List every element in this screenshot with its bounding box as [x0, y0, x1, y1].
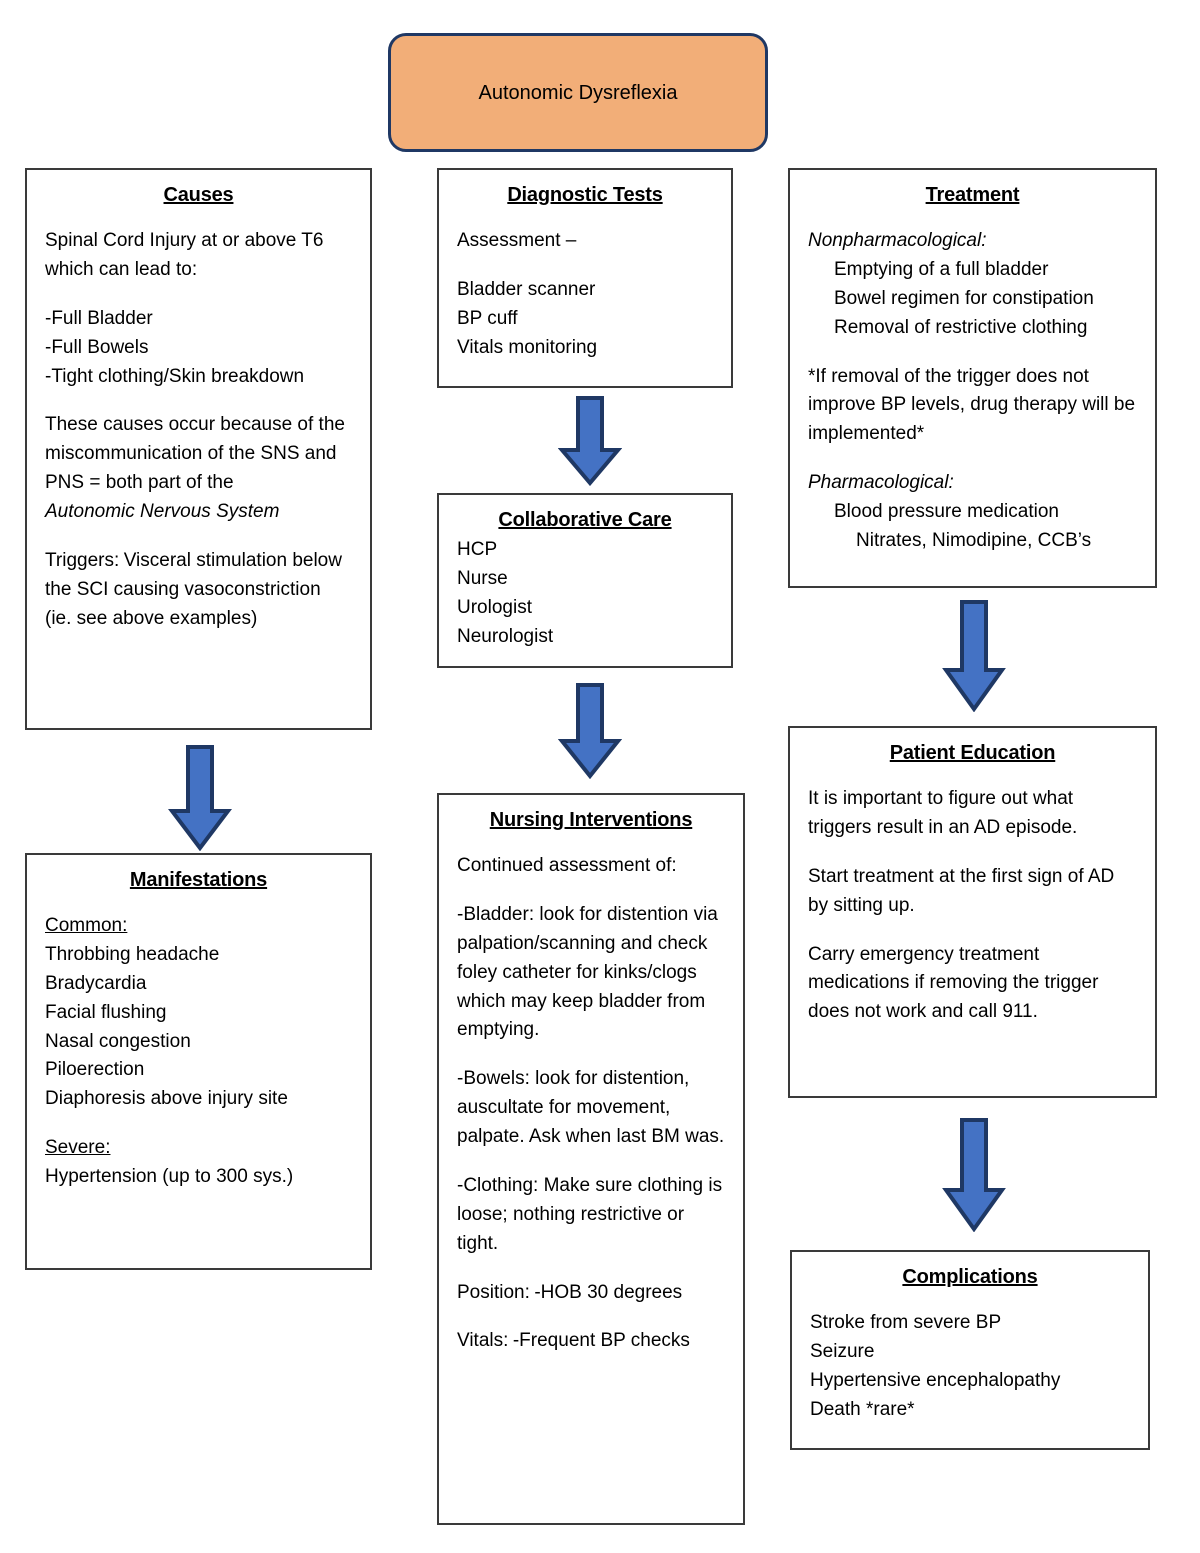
node-nursing-interventions-header: Nursing Interventions: [489, 809, 693, 831]
node-treatment-pharm-item-1: Blood pressure medication: [834, 501, 1059, 522]
node-nursing-interventions: Nursing Interventions Continued assessme…: [437, 793, 745, 1525]
node-nursing-interventions-bowels: -Bowels: look for distention, auscultate…: [457, 1068, 725, 1147]
arrow-diagnostic-to-collaborative: [558, 396, 622, 486]
node-causes-intro: Spinal Cord Injury at or above T6 which …: [45, 230, 329, 280]
node-nursing-interventions-vitals-text: -Frequent BP checks: [512, 1330, 690, 1352]
node-nursing-interventions-intro: Continued assessment of:: [457, 855, 677, 876]
node-patient-education-header: Patient Education: [889, 742, 1056, 764]
node-treatment-nonpharm-item-2: Bowel regimen for constipation: [834, 287, 1094, 309]
node-causes-list: -Full Bladder -Full Bowels -Tight clothi…: [45, 307, 305, 387]
node-manifestations-common-list: Throbbing headache Bradycardia Facial fl…: [45, 943, 288, 1110]
arrow-causes-to-manifestations: [168, 745, 232, 851]
spacer: [808, 921, 1137, 941]
spacer: [457, 881, 725, 901]
node-causes-explanation: These causes occur because of the miscom…: [45, 414, 351, 494]
node-nursing-interventions-position-text: -HOB 30 degrees: [534, 1281, 683, 1303]
node-treatment: Treatment Nonpharmacological: Emptying o…: [788, 168, 1157, 588]
node-nursing-interventions-clothing: -Clothing: Make sure clothing is loose; …: [457, 1174, 728, 1254]
node-nursing-interventions-bladder: -Bladder: look for distention via palpat…: [457, 903, 724, 1041]
node-manifestations: Manifestations Common: Throbbing headach…: [25, 853, 372, 1270]
node-causes: Causes Spinal Cord Injury at or above T6…: [25, 168, 372, 730]
spacer: [457, 256, 713, 276]
node-nursing-interventions-vitals-label: Vitals:: [457, 1330, 509, 1352]
spacer: [808, 343, 1137, 363]
node-causes-explanation-italic: Autonomic Nervous System: [45, 501, 280, 522]
node-causes-triggers-label: Triggers:: [45, 549, 120, 571]
node-causes-triggers-text: Visceral stimulation below the SCI causi…: [45, 549, 348, 629]
node-treatment-pharm-label: Pharmacological:: [808, 472, 954, 494]
spacer: [45, 527, 352, 547]
spacer: [457, 1045, 725, 1065]
node-diagnostic-tests-assessment-label: Assessment –: [457, 230, 577, 251]
node-treatment-header: Treatment: [925, 184, 1020, 206]
diagram-title-text: Autonomic Dysreflexia: [478, 81, 678, 104]
node-collaborative-care-list: HCP Nurse Urologist Neurologist: [457, 539, 554, 647]
node-nursing-interventions-position-label: Position:: [457, 1281, 530, 1303]
node-treatment-nonpharm-label: Nonpharmacological:: [808, 230, 987, 251]
node-complications: Complications Stroke from severe BP Seiz…: [790, 1250, 1150, 1450]
node-patient-education-para-1: It is important to figure out what trigg…: [808, 788, 1079, 838]
node-complications-list: Stroke from severe BP Seizure Hypertensi…: [810, 1312, 1061, 1420]
arrow-treatment-to-patient-education: [942, 600, 1006, 712]
node-treatment-pharm-item-2: Nitrates, Nimodipine, CCB’s: [856, 529, 1092, 551]
spacer: [45, 285, 352, 305]
node-diagnostic-tests-list: Bladder scanner BP cuff Vitals monitorin…: [457, 278, 598, 358]
spacer: [457, 1307, 725, 1327]
node-treatment-nonpharm-item-3: Removal of restrictive clothing: [834, 316, 1088, 338]
diagram-title-box: Autonomic Dysreflexia: [388, 33, 768, 152]
node-diagnostic-tests: Diagnostic Tests Assessment – Bladder sc…: [437, 168, 733, 388]
spacer: [808, 449, 1137, 469]
spacer: [808, 843, 1137, 863]
arrow-patient-education-to-complications: [942, 1118, 1006, 1232]
node-manifestations-common-label: Common:: [45, 915, 128, 936]
node-collaborative-care-header: Collaborative Care: [498, 509, 672, 531]
node-patient-education: Patient Education It is important to fig…: [788, 726, 1157, 1098]
arrow-collaborative-to-nursing: [558, 683, 622, 779]
node-patient-education-para-3: Carry emergency treatment medications if…: [808, 943, 1104, 1023]
node-complications-header: Complications: [902, 1266, 1038, 1288]
node-treatment-nonpharm-item-1: Emptying of a full bladder: [834, 258, 1049, 280]
node-patient-education-para-2: Start treatment at the first sign of AD …: [808, 865, 1120, 916]
node-treatment-note: *If removal of the trigger does not impr…: [808, 365, 1141, 445]
spacer: [45, 1114, 352, 1134]
node-manifestations-severe-list: Hypertension (up to 300 sys.): [45, 1166, 294, 1187]
node-manifestations-severe-label: Severe:: [45, 1137, 111, 1159]
node-diagnostic-tests-header: Diagnostic Tests: [507, 184, 663, 206]
node-causes-header: Causes: [163, 184, 234, 206]
node-collaborative-care: Collaborative Care HCP Nurse Urologist N…: [437, 493, 733, 668]
spacer: [45, 391, 352, 411]
spacer: [457, 1259, 725, 1279]
node-manifestations-header: Manifestations: [129, 869, 268, 891]
spacer: [457, 1152, 725, 1172]
